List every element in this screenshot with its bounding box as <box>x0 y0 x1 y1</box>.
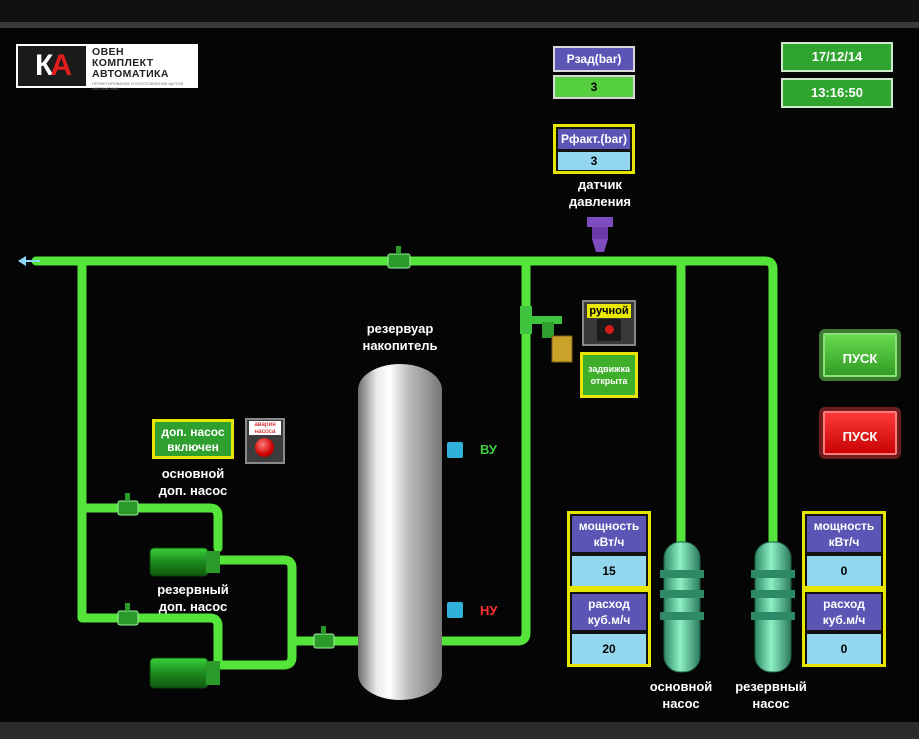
logo-mark: КА <box>18 46 86 86</box>
valve-status-box: задвижка открыта <box>580 352 638 398</box>
reserve-pump-flow-label: расход куб.м/ч <box>807 594 881 630</box>
bottom-frame-bar <box>0 722 919 739</box>
valve-mode-button[interactable] <box>597 319 621 341</box>
main-header-pipe <box>31 256 778 565</box>
aux-pump-alarm-label: авария насоса <box>249 421 281 435</box>
pressure-actual-card: Рфакт.(bar) 3 <box>553 124 635 174</box>
main-pump-icon <box>660 541 704 673</box>
aux-reserve-pump-label: резервный доп. насос <box>157 582 229 614</box>
valve-mode-label: ручной <box>587 304 631 318</box>
aux-reserve-motor-icon <box>149 657 220 689</box>
indicator-lamp-icon <box>605 325 614 334</box>
reserve-pump-icon <box>751 541 795 673</box>
main-pump-flow-label: расход куб.м/ч <box>572 594 646 630</box>
pipe-outlet-arrow <box>18 256 40 266</box>
main-pump-flow-value: 20 <box>572 634 646 664</box>
upper-level-sensor-icon <box>447 442 463 458</box>
pressure-set-value[interactable]: 3 <box>553 75 635 99</box>
logo-name: ОВЕН КОМПЛЕКТ АВТОМАТИКА <box>92 46 169 80</box>
aux-main-pipe <box>77 256 223 553</box>
company-logo: КА ОВЕН КОМПЛЕКТ АВТОМАТИКА ПРОЕКТИРОВАН… <box>16 44 198 91</box>
aux-pump-status-box: доп. насос включен <box>152 419 234 459</box>
reserve-pump-power-card: мощность кВт/ч 0 <box>802 511 886 589</box>
main-pump-flow-card: расход куб.м/ч 20 <box>567 589 651 667</box>
pressure-set-label: Рзад(bar) <box>553 46 635 72</box>
lower-level-label: НУ <box>480 603 498 618</box>
aux-main-motor-icon <box>149 547 220 577</box>
aux-reserve-discharge-pipe <box>213 636 297 670</box>
main-pump-power-label: мощность кВт/ч <box>572 516 646 552</box>
pipe-network <box>31 256 778 670</box>
top-frame-bar <box>0 0 919 28</box>
start-reserve-pump-button[interactable]: ПУСК <box>819 407 901 459</box>
aux-main-discharge-pipe <box>213 555 363 646</box>
gate-valve-actuator[interactable] <box>520 306 573 363</box>
logo-subline: ПРОЕКТИРОВАНИЕ И ИЗГОТОВЛЕНИЕ ЩИТОВ АВТО… <box>92 81 184 91</box>
main-pump-label: основной насос <box>649 679 713 711</box>
pressure-actual-value: 3 <box>558 152 630 170</box>
pressure-sensor-label: датчик давления <box>568 177 632 209</box>
aux-reserve-pipe <box>77 503 223 665</box>
aux-main-valve[interactable] <box>117 493 139 516</box>
aux-reserve-valve[interactable] <box>117 603 139 626</box>
alarm-lamp-icon <box>255 438 274 457</box>
aux-main-pump-label: основной доп. насос <box>158 466 228 498</box>
tank-inlet-valve[interactable] <box>313 626 335 649</box>
reserve-pump-flow-card: расход куб.м/ч 0 <box>802 589 886 667</box>
reserve-pump-label: резервный насос <box>735 679 807 711</box>
tank-return-pipe <box>437 256 531 646</box>
pressure-sensor-icon <box>587 217 613 252</box>
reserve-pump-power-value: 0 <box>807 556 881 586</box>
time-display: 13:16:50 <box>781 78 893 108</box>
aux-pump-alarm-indicator: авария насоса <box>245 418 285 464</box>
header-valve[interactable] <box>387 246 411 269</box>
storage-tank <box>358 364 442 700</box>
pressure-actual-label: Рфакт.(bar) <box>558 129 630 149</box>
valve-mode-control[interactable]: ручной <box>582 300 636 346</box>
start-main-pump-button[interactable]: ПУСК <box>819 329 901 381</box>
upper-level-label: ВУ <box>480 442 497 457</box>
main-pump-power-card: мощность кВт/ч 15 <box>567 511 651 589</box>
reserve-pump-flow-value: 0 <box>807 634 881 664</box>
date-display: 17/12/14 <box>781 42 893 72</box>
reserve-pump-power-label: мощность кВт/ч <box>807 516 881 552</box>
lower-level-sensor-icon <box>447 602 463 618</box>
tank-label: резервуар накопитель <box>362 321 438 353</box>
main-pump-power-value: 15 <box>572 556 646 586</box>
